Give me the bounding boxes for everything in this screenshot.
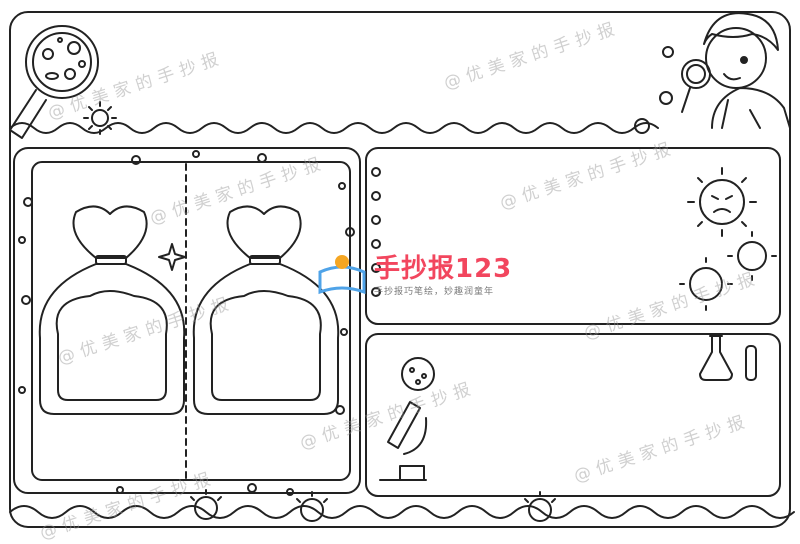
- handwritten-newspaper-template: [9, 11, 795, 528]
- bottom-right-panel: [365, 333, 781, 497]
- small-germ-icon-2: [634, 46, 674, 134]
- outer-border: [9, 11, 791, 528]
- bread-bag-left-illustration: [38, 205, 186, 415]
- left-panel-inner: [31, 161, 351, 481]
- decorative-bubbles: [18, 150, 355, 496]
- top-right-panel: [365, 147, 781, 325]
- footer-germ-icons: [190, 489, 556, 522]
- boy-scientist-illustration: [681, 12, 791, 129]
- logo-mark-icon: [318, 255, 366, 295]
- magnifier-germs-icon: [9, 25, 99, 139]
- flask-icon: [699, 335, 757, 381]
- angry-virus-icon: [687, 167, 757, 237]
- sparkle-icon: [158, 243, 186, 271]
- header-wave-divider: [9, 122, 659, 134]
- virus-icon-small: [679, 231, 777, 311]
- logo-slogan: 手抄报巧笔绘，妙趣润童年: [374, 287, 495, 297]
- small-germ-icon: [83, 101, 117, 135]
- site-logo: 手抄报123 手抄报巧笔绘，妙趣润童年: [312, 246, 552, 306]
- microscope-icon: [379, 357, 435, 481]
- bread-bag-right-illustration: [192, 205, 340, 415]
- left-panel-outer: [13, 147, 361, 494]
- footer-wave: [9, 505, 795, 519]
- logo-name: 手抄报123: [374, 254, 513, 284]
- notebook-rings: [371, 167, 381, 297]
